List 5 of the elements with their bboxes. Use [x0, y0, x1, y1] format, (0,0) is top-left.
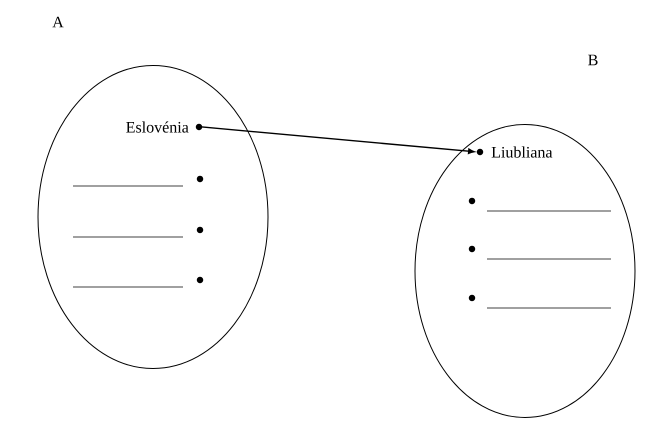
- set-label: A: [52, 16, 64, 28]
- arrow: [202, 126, 475, 154]
- element-label: Eslovénia: [126, 121, 189, 133]
- set-label: B: [588, 54, 598, 66]
- element-label: Liubliana: [492, 146, 552, 158]
